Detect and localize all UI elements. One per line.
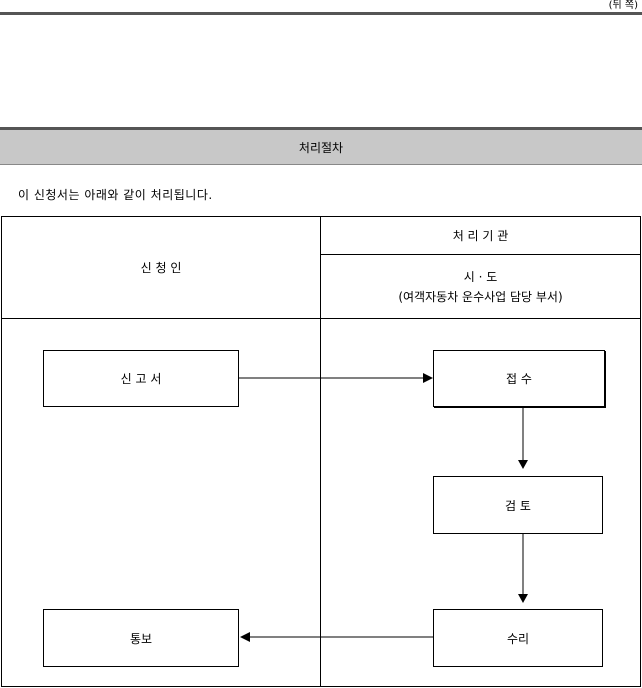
review-label: 검 토: [505, 498, 531, 513]
top-rule: [0, 12, 642, 15]
receipt-box: 접 수: [433, 350, 605, 407]
review-box: 검 토: [433, 476, 603, 534]
page-mark: (뒤 쪽): [608, 0, 638, 11]
acceptance-label: 수리: [506, 631, 530, 646]
receipt-label: 접 수: [506, 372, 532, 386]
report-label: 신 고 서: [120, 372, 162, 386]
notification-box: 통보: [43, 609, 239, 667]
notification-label: 통보: [129, 631, 153, 646]
section-header: 처리절차: [0, 127, 642, 165]
section-title: 처리절차: [298, 140, 344, 155]
applicant-header: 신 청 인: [140, 261, 182, 275]
agency-header: 처 리 기 관: [452, 229, 509, 243]
process-flow-table: 신 청 인 처 리 기 관 시 · 도 (여객자동차 운수사업 담당 부서) 신…: [1, 216, 641, 687]
acceptance-box: 수리: [433, 609, 603, 667]
arrow-acceptance-to-notification: [240, 632, 433, 642]
intro-text: 이 신청서는 아래와 같이 처리됩니다.: [18, 188, 213, 202]
agency-header-divider: [321, 254, 640, 255]
agency-name-line2: (여객자동차 운수사업 담당 부서): [398, 290, 563, 304]
arrow-report-to-receipt: [239, 373, 433, 383]
agency-name-line1: 시 · 도: [463, 270, 498, 284]
column-divider: [320, 217, 321, 686]
header-bottom-rule: [2, 318, 640, 319]
report-box: 신 고 서: [43, 350, 239, 407]
arrow-receipt-to-review: [518, 407, 528, 469]
arrow-review-to-acceptance: [518, 534, 528, 603]
flow-arrows: [239, 373, 528, 642]
